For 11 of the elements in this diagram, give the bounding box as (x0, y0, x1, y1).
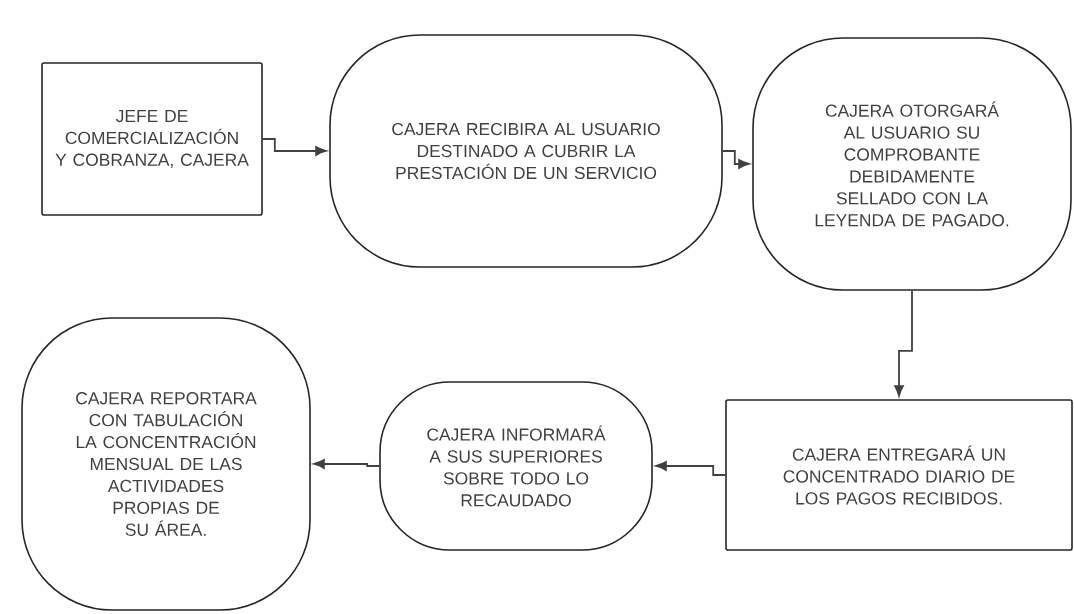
arrow (721, 150, 750, 169)
rounded-process-box: CAJERA INFORMARÁ A SUS SUPERIORES SOBRE TODO LO RECAUDADO (379, 381, 653, 551)
rounded-process-box: CAJERA OTORGARÁ AL USUARIO SU COMPROBANTE DEBIDAMENTE SELLADO CON LA LEYENDA DE PAGADO. (752, 37, 1072, 291)
process-box: JEFE DE COMERCIALIZACIÓN Y COBRANZA, CAJERA (41, 62, 263, 216)
process-box: CAJERA ENTREGARÁ UN CONCENTRADO DIARIO DE LOS PAGOS RECIBIDOS. (725, 399, 1073, 551)
arrow (313, 459, 381, 469)
rounded-process-box: CAJERA REPORTARA CON TABULACIÓN LA CONCENTRACIÓN MENSUAL DE LAS ACTIVIDADES PROPIAS DE SU ÁREA. (21, 317, 311, 611)
rounded-process-box: CAJERA RECIBIRA AL USUARIO DESTINADO A CUBRIR LA PRESTACIÓN DE UN SERVICIO (329, 34, 723, 268)
arrow (261, 138, 327, 156)
arrow (894, 289, 913, 397)
arrow (655, 461, 727, 476)
